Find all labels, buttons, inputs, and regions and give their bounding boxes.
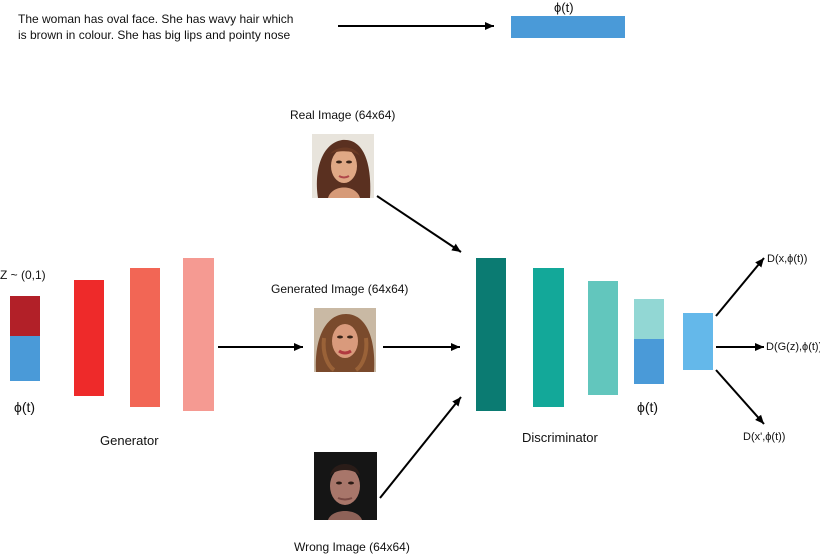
generated-image (314, 308, 376, 372)
generated-image-label: Generated Image (64x64) (271, 282, 409, 296)
wrong-image-label: Wrong Image (64x64) (294, 540, 410, 554)
wrong-to-discriminator-arrow (379, 396, 462, 499)
real-image (312, 134, 374, 198)
top-phi-label: ϕ(t) (554, 0, 574, 15)
output-real-arrow (715, 257, 765, 317)
real-to-discriminator-arrow (376, 195, 462, 253)
generator-phi-label: ϕ(t) (14, 399, 36, 415)
real-image-label: Real Image (64x64) (290, 108, 396, 122)
output-generated: D(G(z),ϕ(t)) (766, 341, 820, 353)
discriminator-concat-embedding (634, 339, 664, 384)
wrong-image (314, 452, 377, 520)
caption-line-1: The woman has oval face. She has wavy ha… (18, 12, 294, 26)
generator-layer-2 (130, 268, 160, 407)
discriminator-layer-2 (533, 268, 564, 407)
caption-line-2: is brown in colour. She has big lips and… (18, 28, 291, 42)
discriminator-label: Discriminator (522, 430, 598, 445)
output-wrong: D(x',ϕ(t)) (743, 431, 786, 443)
generator-layer-3 (183, 258, 214, 411)
noise-label: Z ~ (0,1) (0, 268, 46, 282)
embedding-vector (10, 336, 40, 381)
discriminator-layer-1 (476, 258, 506, 411)
discriminator-phi-label: ϕ(t) (637, 399, 659, 415)
discriminator-final-layer (683, 313, 713, 370)
discriminator-concat-features (634, 299, 664, 339)
generator-layer-1 (74, 280, 104, 396)
output-real: D(x,ϕ(t)) (767, 253, 808, 265)
text-embedding-bar (511, 16, 625, 38)
output-wrong-arrow (715, 369, 765, 425)
generator-label: Generator (100, 433, 159, 448)
discriminator-layer-3 (588, 281, 618, 395)
noise-vector (10, 296, 40, 336)
